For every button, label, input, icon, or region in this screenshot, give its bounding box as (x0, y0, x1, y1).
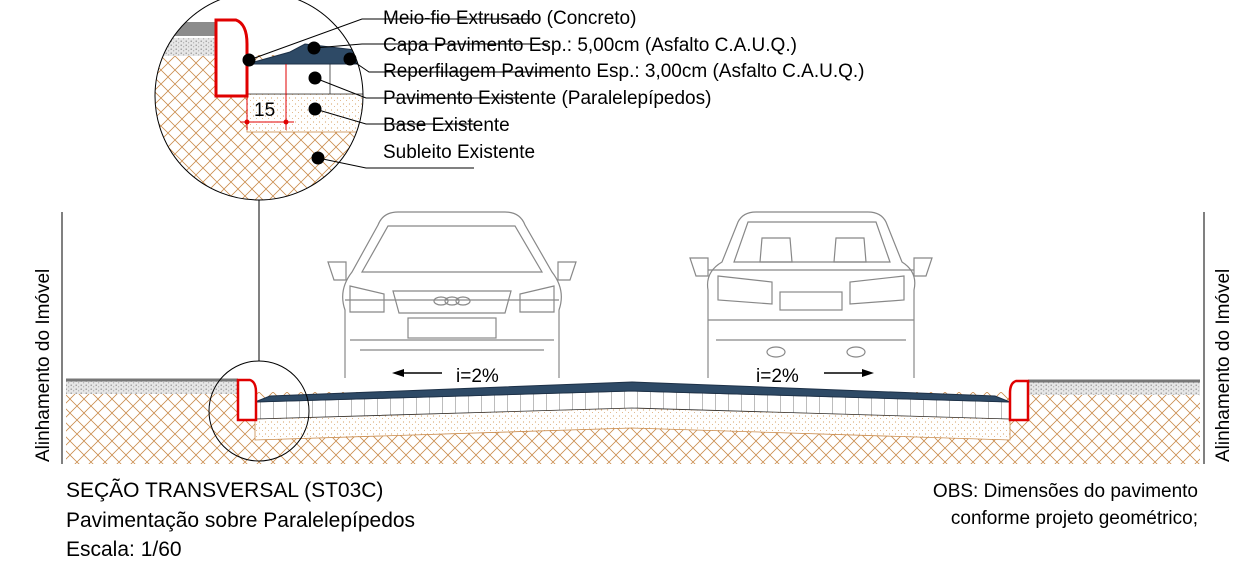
slope-left-label: i=2% (456, 366, 499, 387)
road-section (66, 369, 1200, 464)
label-existing-subgrade: Subleito Existente (383, 142, 535, 163)
alignment-left-label: Alinhamento do Imóvel (33, 269, 54, 462)
detail-dimension-label: 15 (254, 100, 275, 121)
alignment-right-label: Alinhamento do Imóvel (1213, 269, 1234, 462)
section-subtitle: Pavimentação sobre Paralelepípedos (66, 509, 415, 532)
curb-left (236, 378, 258, 422)
section-scale: Escala: 1/60 (66, 538, 182, 561)
detail-callout (155, 0, 363, 200)
note-line-2: conforme projeto geométrico; (951, 508, 1198, 529)
label-existing-pavement: Pavimento Existente (Paralelepípedos) (383, 88, 711, 109)
label-asphalt-cap: Capa Pavimento Esp.: 5,00cm (Asfalto C.A… (383, 35, 797, 56)
label-reprofiling: Reperfilagem Pavimento Esp.: 3,00cm (Asf… (383, 61, 865, 82)
asphalt-layer (254, 381, 1011, 403)
sidewalk-right (1028, 381, 1200, 395)
car-rear-icon (689, 211, 933, 378)
label-existing-base: Base Existente (383, 115, 510, 136)
section-title: SEÇÃO TRANSVERSAL (ST03C) (66, 478, 383, 502)
note-line-1: OBS: Dimensões do pavimento (933, 481, 1198, 502)
car-front-icon (327, 211, 577, 378)
curb-right (1008, 379, 1030, 422)
slope-right-label: i=2% (756, 366, 799, 387)
sidewalk-left (66, 380, 238, 394)
layer-leaders (242, 18, 565, 169)
label-curb: Meio-fio Extrusado (Concreto) (383, 8, 636, 29)
